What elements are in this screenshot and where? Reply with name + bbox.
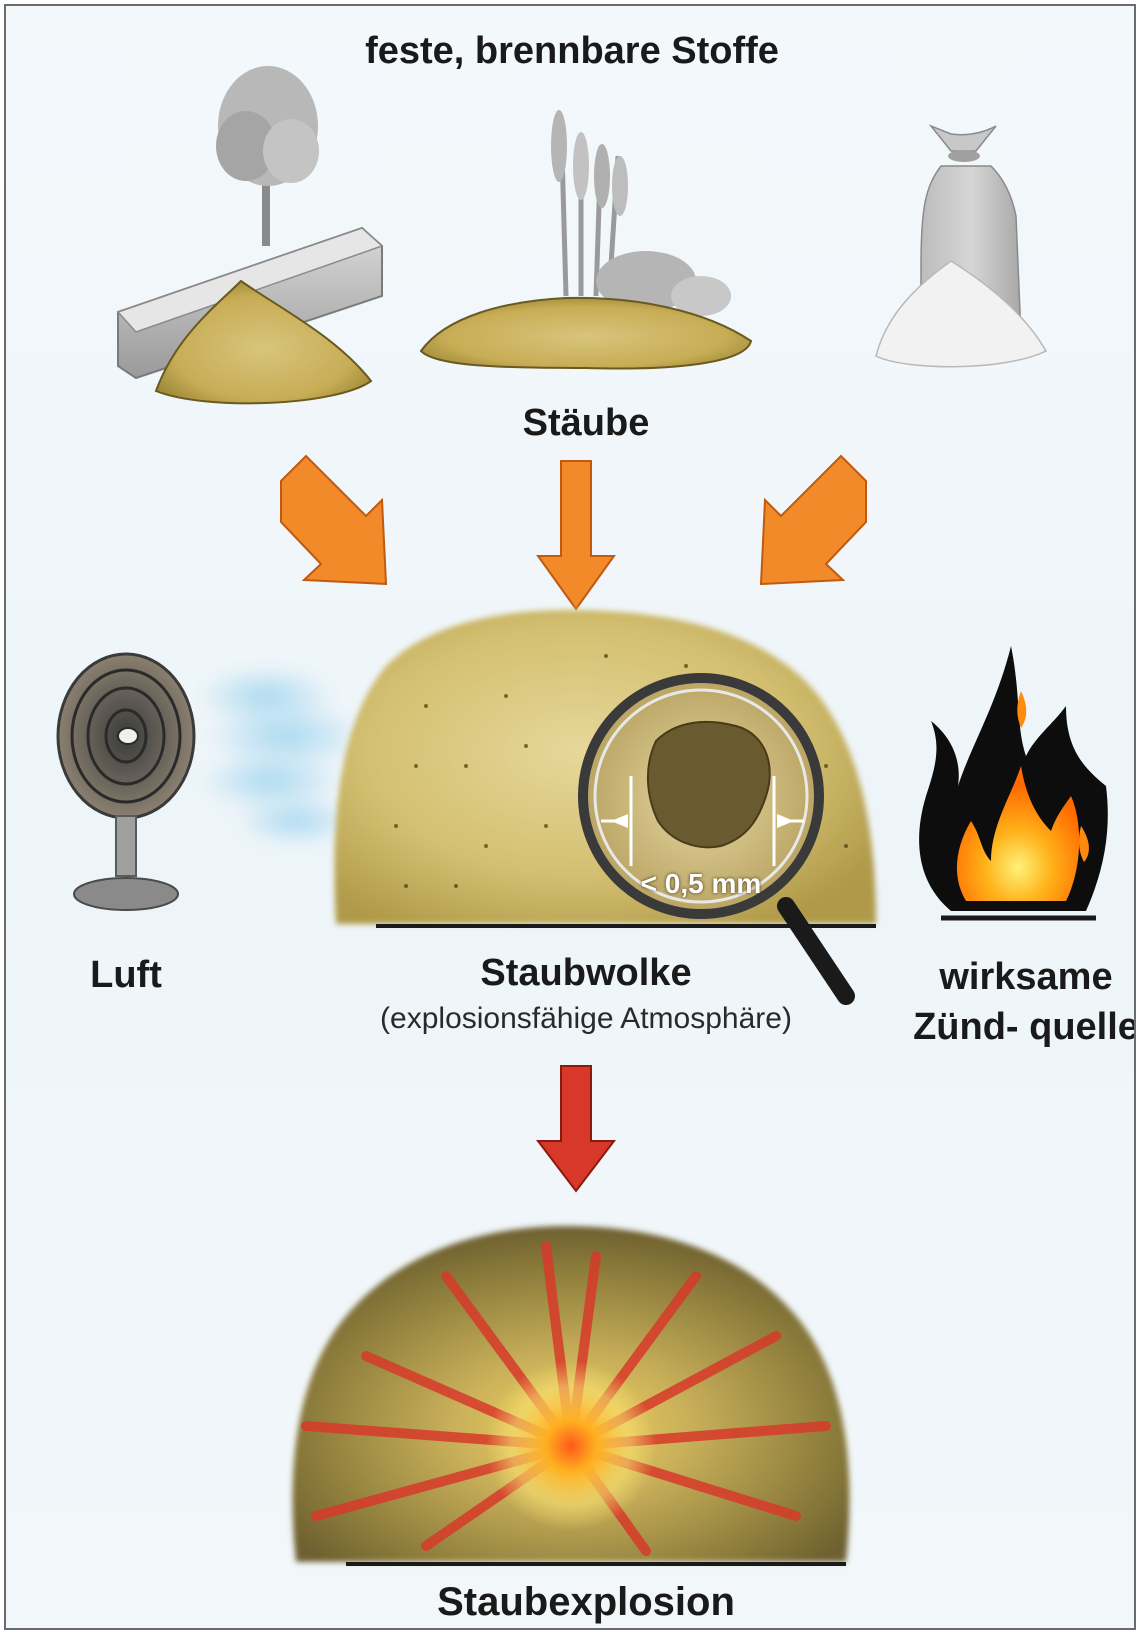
grain-dust-illustration <box>421 110 751 369</box>
fan-icon <box>58 654 194 910</box>
arrow-wood-to-cloud <box>281 456 386 584</box>
arrow-flour-to-cloud <box>761 456 866 584</box>
label-zuendquelle: wirksame Zünd- quelle <box>906 952 1136 1052</box>
diagram-frame: feste, brennbare Stoffe Stäube Luft Stau… <box>4 4 1136 1630</box>
label-staubwolke: Staubwolke <box>336 952 836 995</box>
label-staeube: Stäube <box>386 402 786 445</box>
label-luft: Luft <box>46 954 206 997</box>
wood-dust-illustration <box>118 66 382 403</box>
explosion-cloud <box>293 1226 850 1564</box>
label-atmosphaere: (explosionsfähige Atmosphäre) <box>256 1002 916 1036</box>
label-staubexplosion: Staubexplosion <box>306 1580 866 1625</box>
arrow-grain-to-cloud <box>538 461 614 609</box>
flame-icon <box>919 646 1108 918</box>
particle-size-label: < 0,5 mm <box>626 868 776 900</box>
diagram-artwork <box>6 6 1136 1630</box>
flour-dust-illustration <box>876 126 1046 367</box>
diagram-title: feste, brennbare Stoffe <box>6 30 1136 73</box>
arrow-cloud-to-explosion <box>538 1066 614 1191</box>
